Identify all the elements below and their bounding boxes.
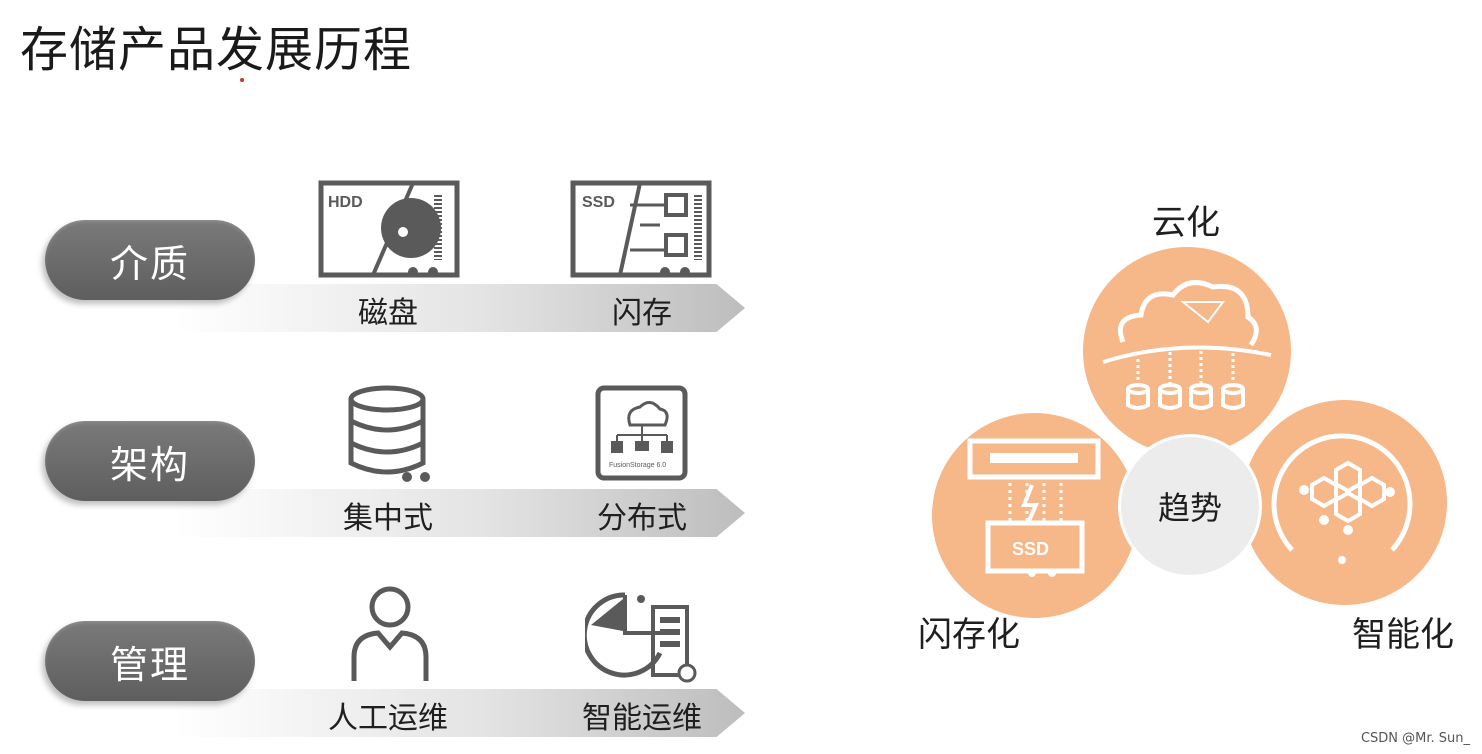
timeline-arrow: [175, 489, 745, 537]
row-management: 管理 人工运维 智能运维: [0, 585, 760, 737]
trend-flash-circle: SSD: [932, 413, 1137, 618]
trend-smart-label: 智能化: [1352, 615, 1454, 655]
watermark-credit: CSDN @Mr. Sun_: [1360, 731, 1470, 746]
trend-cloud-label: 云化: [1152, 203, 1220, 243]
flash-ssd-text: SSD: [1012, 539, 1049, 559]
ssd-icon: SSD: [570, 180, 712, 278]
medium-left-label: 磁盘: [358, 296, 418, 331]
hdd-icon: HDD: [318, 180, 460, 278]
category-pill: 管理: [45, 621, 255, 701]
trend-flash-label: 闪存化: [918, 615, 1020, 655]
trend-center-circle: 趋势: [1118, 434, 1262, 578]
distributed-storage-icon: FusionStorage 6.0: [595, 385, 688, 481]
person-icon: [351, 586, 429, 681]
cloud-network-icon: [1102, 280, 1272, 410]
intelligent-ops-icon: [585, 592, 697, 683]
hdd-text: HDD: [328, 194, 363, 211]
row-architecture: 架构 FusionStorage 6.0 集中式 分布式: [0, 385, 760, 537]
flash-ssd-icon: SSD: [967, 438, 1101, 577]
decorative-dot: [240, 78, 244, 82]
category-pill: 介质: [45, 220, 255, 300]
database-stack-icon: [348, 385, 430, 482]
page-title: 存储产品发展历程: [20, 22, 413, 78]
trend-cloud-circle: [1083, 247, 1291, 455]
category-pill: 架构: [45, 421, 255, 501]
architecture-right-label: 分布式: [597, 501, 687, 536]
row-medium: 介质 HDD SSD 磁盘 闪存: [0, 180, 760, 332]
trend-smart-circle: [1242, 400, 1447, 605]
distributed-icon-text: FusionStorage 6.0: [609, 462, 666, 469]
timeline-arrow: [175, 284, 745, 332]
ssd-text: SSD: [582, 194, 615, 211]
timeline-arrow: [175, 689, 745, 737]
medium-right-label: 闪存: [612, 296, 672, 331]
architecture-left-label: 集中式: [343, 501, 433, 536]
management-right-label: 智能运维: [582, 701, 702, 736]
management-left-label: 人工运维: [328, 701, 448, 736]
ai-network-icon: [1271, 433, 1413, 564]
